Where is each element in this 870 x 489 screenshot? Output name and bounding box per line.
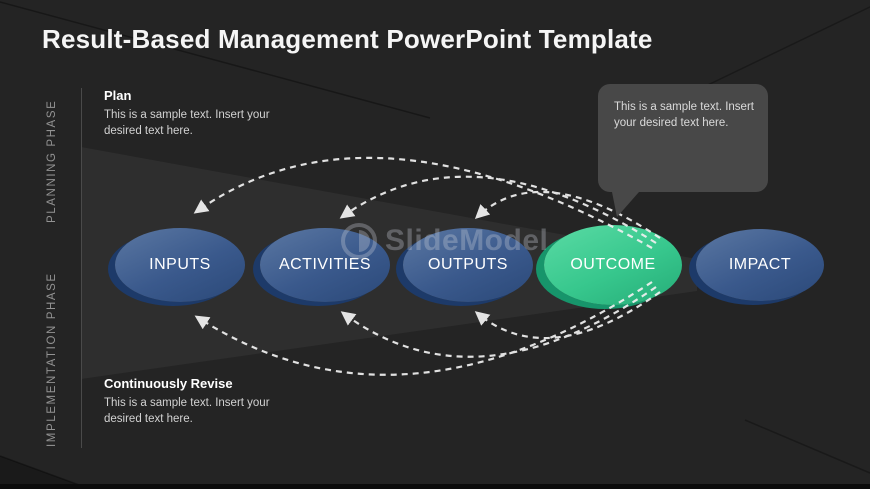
- implementation-phase-label: IMPLEMENTATION PHASE: [46, 272, 58, 448]
- phase-divider-line: [81, 88, 82, 448]
- speech-bubble-callout: This is a sample text. Insert your desir…: [598, 84, 768, 217]
- node-outcome-label: OUTCOME: [570, 256, 656, 273]
- node-impact-label: IMPACT: [728, 256, 792, 273]
- node-outcome: OUTCOME: [544, 225, 682, 305]
- watermark: SlideModel: [340, 222, 548, 260]
- plan-note: Plan This is a sample text. Insert your …: [104, 88, 304, 139]
- plan-body: This is a sample text. Insert your desir…: [104, 109, 270, 138]
- corner-diagonal-bottom-left: [0, 455, 91, 489]
- watermark-text: SlideModel: [385, 224, 549, 257]
- bottom-black-strip: [0, 484, 870, 489]
- corner-shade-bottom-left: [0, 456, 90, 489]
- planning-phase-label: PLANNING PHASE: [46, 99, 58, 223]
- plan-heading: Plan: [104, 88, 132, 103]
- node-inputs-label: INPUTS: [149, 256, 211, 273]
- callout-text: This is a sample text. Insert your desir…: [614, 101, 754, 130]
- node-inputs: INPUTS: [115, 228, 245, 302]
- node-impact: IMPACT: [696, 229, 824, 301]
- speech-bubble-tail: [612, 192, 639, 217]
- revise-body: This is a sample text. Insert your desir…: [104, 397, 270, 426]
- corner-diagonal-bottom-right: [744, 419, 870, 474]
- page-title: Result-Based Management PowerPoint Templ…: [42, 24, 653, 54]
- revise-note: Continuously Revise This is a sample tex…: [104, 376, 304, 427]
- revise-heading: Continuously Revise: [104, 376, 233, 391]
- watermark-logo-icon: [341, 223, 377, 259]
